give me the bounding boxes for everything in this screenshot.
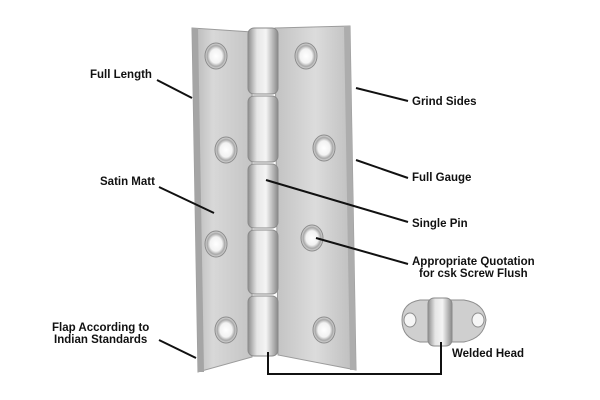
label-grind-sides: Grind Sides [412,96,477,108]
label-full-length: Full Length [90,69,152,81]
label-welded-head: Welded Head [452,348,524,360]
label-flap-standards: Flap According to Indian Standards [52,322,150,346]
left-leaf [191,27,253,373]
label-screw-quotation: Appropriate Quotation for csk Screw Flus… [412,256,535,280]
welded-head-inset [401,297,487,347]
leader-lines [156,79,442,375]
knuckle-barrel [247,27,279,357]
label-full-gauge: Full Gauge [412,172,472,184]
label-satin-matt: Satin Matt [100,176,155,188]
label-single-pin: Single Pin [412,218,468,230]
right-leaf [274,25,357,371]
screw-holes [204,42,336,344]
